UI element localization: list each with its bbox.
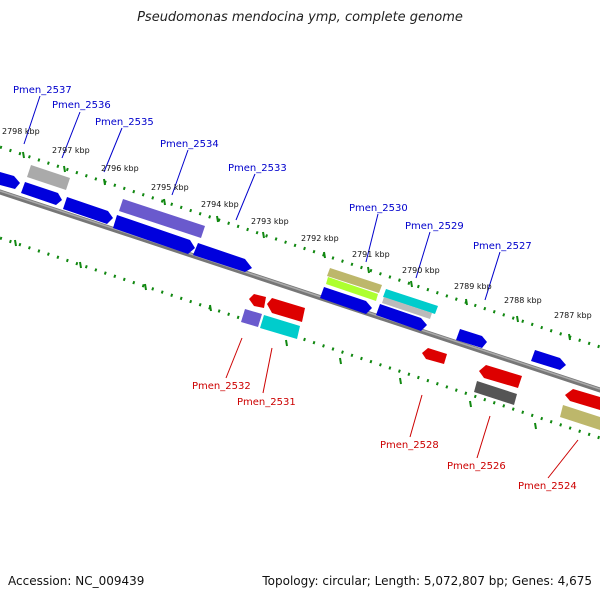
gene-label: Pmen_2537 — [13, 85, 72, 96]
gene-arrow — [422, 348, 447, 364]
gene-arrow — [193, 243, 252, 272]
gene-arrow — [63, 197, 113, 224]
gene-label: Pmen_2527 — [473, 241, 532, 252]
kbp-label: 2794 kbp — [201, 200, 239, 209]
gene-arrow — [376, 304, 427, 331]
kbp-label: 2788 kbp — [504, 296, 542, 305]
kbp-label: 2795 kbp — [151, 183, 189, 192]
kbp-label: 2798 kbp — [2, 127, 40, 136]
forward-gene-labels: Pmen_2537 Pmen_2536 Pmen_2535 Pmen_2534 … — [13, 85, 532, 252]
callout-lines — [23, 95, 579, 479]
gene-arrow — [119, 199, 205, 238]
gene-arrow — [320, 287, 372, 314]
lower-ruler — [0, 236, 600, 440]
map-title: Pseudomonas mendocina ymp, complete geno… — [137, 10, 463, 25]
kbp-label: 2791 kbp — [352, 250, 390, 259]
gene-arrow — [267, 298, 305, 322]
gene-arrow — [113, 215, 195, 254]
gene-label: Pmen_2534 — [160, 139, 219, 150]
reverse-gene-labels: Pmen_2532 Pmen_2531 Pmen_2528 Pmen_2526 … — [192, 381, 577, 492]
kbp-markers: 2798 kbp 2797 kbp 2796 kbp 2795 kbp 2794… — [2, 127, 592, 320]
gene-label: Pmen_2524 — [518, 481, 577, 492]
gene-arrow — [560, 405, 600, 430]
gene-label: Pmen_2530 — [349, 203, 408, 214]
gene-arrow — [241, 309, 262, 327]
kbp-label: 2790 kbp — [402, 266, 440, 275]
kbp-label: 2797 kbp — [52, 146, 90, 155]
topology-text: Topology: circular; Length: 5,072,807 bp… — [262, 574, 592, 588]
accession-text: Accession: NC_009439 — [8, 574, 145, 588]
kbp-label: 2793 kbp — [251, 217, 289, 226]
gene-arrow — [531, 350, 566, 370]
gene-arrow — [21, 182, 62, 205]
gene-label: Pmen_2531 — [237, 397, 296, 408]
gene-arrow — [0, 172, 20, 189]
gene-arrow — [260, 315, 300, 339]
gene-arrow — [383, 289, 438, 314]
ruler-ticks — [14, 151, 571, 430]
gene-label: Pmen_2536 — [52, 100, 111, 111]
gene-arrow — [479, 365, 522, 388]
kbp-label: 2787 kbp — [554, 311, 592, 320]
gene-label: Pmen_2528 — [380, 440, 439, 451]
reverse-genes — [241, 294, 600, 430]
gene-arrow — [456, 329, 487, 348]
gene-label: Pmen_2532 — [192, 381, 251, 392]
gene-arrow — [327, 268, 382, 293]
gene-arrow — [326, 277, 378, 301]
gene-arrow — [382, 297, 432, 319]
kbp-label: 2792 kbp — [301, 234, 339, 243]
gene-arrow — [249, 294, 266, 308]
gene-arrow — [27, 165, 70, 190]
gene-arrow — [565, 389, 600, 410]
kbp-label: 2796 kbp — [101, 164, 139, 173]
kbp-label: 2789 kbp — [454, 282, 492, 291]
gene-label: Pmen_2533 — [228, 163, 287, 174]
genome-backbone — [0, 189, 600, 393]
gene-label: Pmen_2529 — [405, 221, 464, 232]
gene-arrow — [474, 381, 517, 405]
gene-label: Pmen_2535 — [95, 117, 154, 128]
forward-genes — [0, 165, 566, 370]
gene-label: Pmen_2526 — [447, 461, 506, 472]
